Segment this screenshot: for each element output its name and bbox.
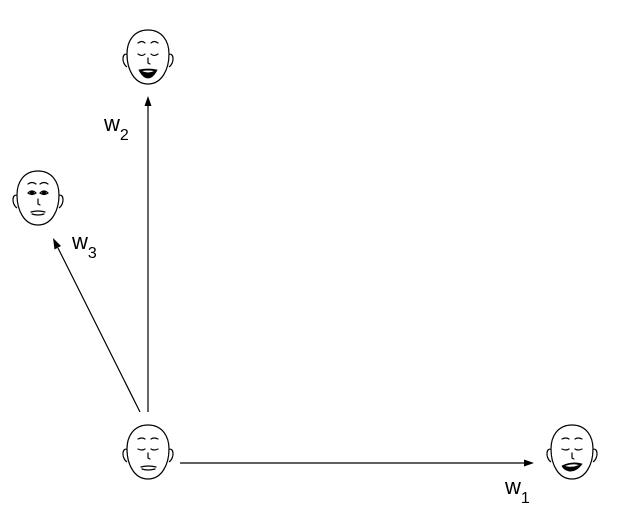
label-w3-base: w xyxy=(71,229,88,254)
label-w3-subscript: 3 xyxy=(88,245,97,262)
face-wide-eyes xyxy=(12,170,64,226)
label-w1-base: w xyxy=(504,474,521,499)
face-neutral xyxy=(122,424,174,480)
arrow-w3 xyxy=(53,238,141,413)
label-w1-subscript: 1 xyxy=(521,490,530,507)
label-w1: w1 xyxy=(504,474,530,507)
face-open-mouth xyxy=(122,29,174,85)
face-smile xyxy=(546,424,598,480)
label-w2: w2 xyxy=(103,111,129,144)
label-w2-base: w xyxy=(103,111,120,136)
label-w3: w3 xyxy=(71,229,97,262)
label-w2-subscript: 2 xyxy=(120,127,129,144)
arrow-w2 xyxy=(144,96,152,412)
arrow-w1 xyxy=(180,459,534,467)
